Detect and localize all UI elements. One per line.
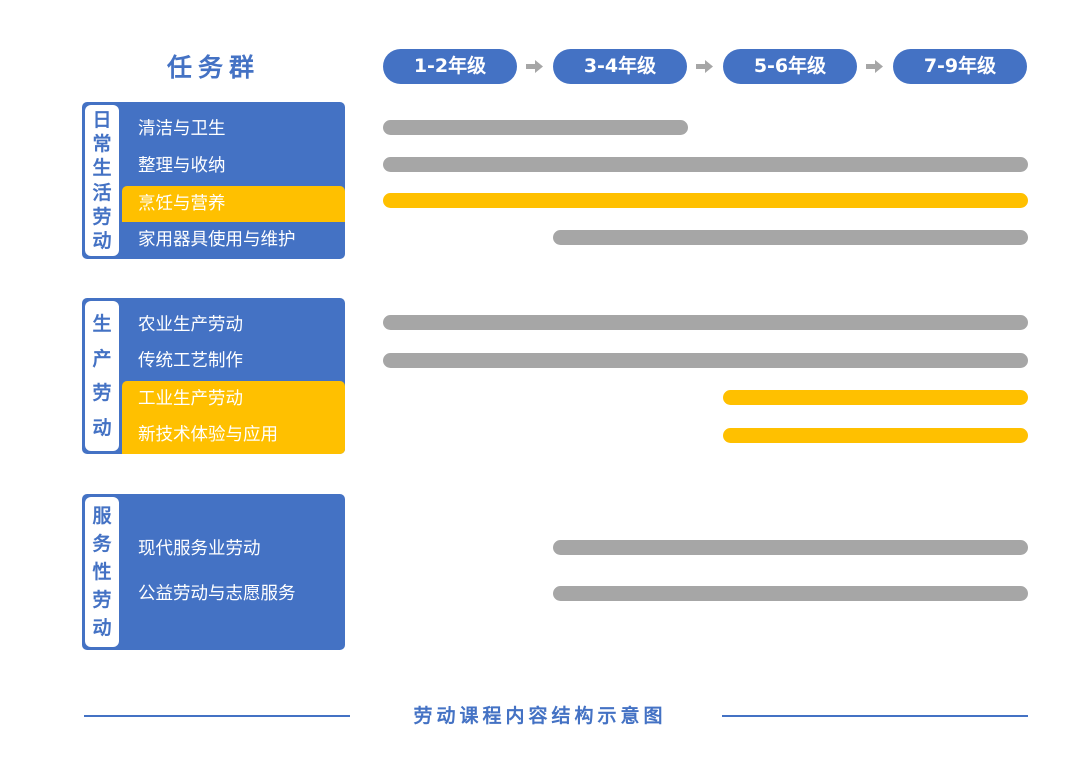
task-group-heading: 任务群 [166, 53, 260, 82]
task-item-highlighted: 工业生产劳动 [122, 381, 345, 418]
grade-pill-5-6: 5-6年级 [723, 49, 857, 84]
group-production-labor: 生 产 劳 动 农业生产劳动 传统工艺制作 工业生产劳动 新技术体验与应用 [82, 298, 345, 454]
group-label-char: 劳 [92, 205, 112, 228]
footer-divider-right [722, 715, 1028, 717]
grade-range-bar [383, 353, 1028, 368]
group-service-labor: 服 务 性 劳 动 现代服务业劳动 公益劳动与志愿服务 [82, 494, 345, 650]
task-item: 整理与收纳 [138, 156, 226, 176]
task-item: 农业生产劳动 [138, 315, 243, 335]
group-label-char: 动 [92, 416, 112, 439]
group-label-char: 劳 [92, 589, 112, 611]
arrow-right-icon [526, 60, 543, 73]
grade-pill-1-2: 1-2年级 [383, 49, 517, 84]
task-item: 传统工艺制作 [138, 351, 243, 371]
arrow-right-icon [696, 60, 713, 73]
task-item-highlighted: 新技术体验与应用 [122, 417, 345, 454]
grade-range-bar-highlighted [723, 390, 1028, 405]
grade-pill-7-9: 7-9年级 [893, 49, 1027, 84]
grade-range-bar [383, 315, 1028, 330]
group-label: 日 常 生 活 劳 动 [85, 105, 119, 256]
diagram-caption: 劳动课程内容结构示意图 [413, 705, 667, 727]
group-daily-life-labor: 日 常 生 活 劳 动 清洁与卫生 整理与收纳 烹饪与营养 家用器具使用与维护 [82, 102, 345, 259]
group-label-char: 生 [92, 313, 112, 336]
grade-pill-3-4: 3-4年级 [553, 49, 687, 84]
grade-range-bar [553, 586, 1028, 601]
task-item: 现代服务业劳动 [138, 539, 261, 559]
group-label-char: 务 [92, 533, 112, 555]
group-label-char: 服 [92, 505, 112, 527]
grade-range-bar [553, 540, 1028, 555]
group-label: 生 产 劳 动 [85, 301, 119, 451]
group-label-char: 劳 [92, 382, 112, 405]
grade-range-bar-highlighted [723, 428, 1028, 443]
task-item: 公益劳动与志愿服务 [138, 584, 296, 604]
grade-range-bar-highlighted [383, 193, 1028, 208]
group-label-char: 活 [92, 181, 112, 204]
footer-divider-left [84, 715, 350, 717]
group-label-char: 生 [92, 157, 112, 180]
group-label-char: 常 [92, 133, 112, 156]
arrow-right-icon [866, 60, 883, 73]
grade-range-bar [383, 157, 1028, 172]
group-label-char: 动 [92, 229, 112, 252]
grade-range-bar [553, 230, 1028, 245]
task-item-highlighted: 烹饪与营养 [122, 186, 345, 222]
group-label-char: 日 [92, 109, 112, 132]
group-label-char: 性 [92, 561, 112, 583]
group-label: 服 务 性 劳 动 [85, 497, 119, 647]
group-label-char: 产 [92, 347, 112, 370]
grade-range-bar [383, 120, 688, 135]
task-item: 清洁与卫生 [138, 119, 226, 139]
task-item: 家用器具使用与维护 [138, 230, 296, 250]
group-label-char: 动 [92, 617, 112, 639]
